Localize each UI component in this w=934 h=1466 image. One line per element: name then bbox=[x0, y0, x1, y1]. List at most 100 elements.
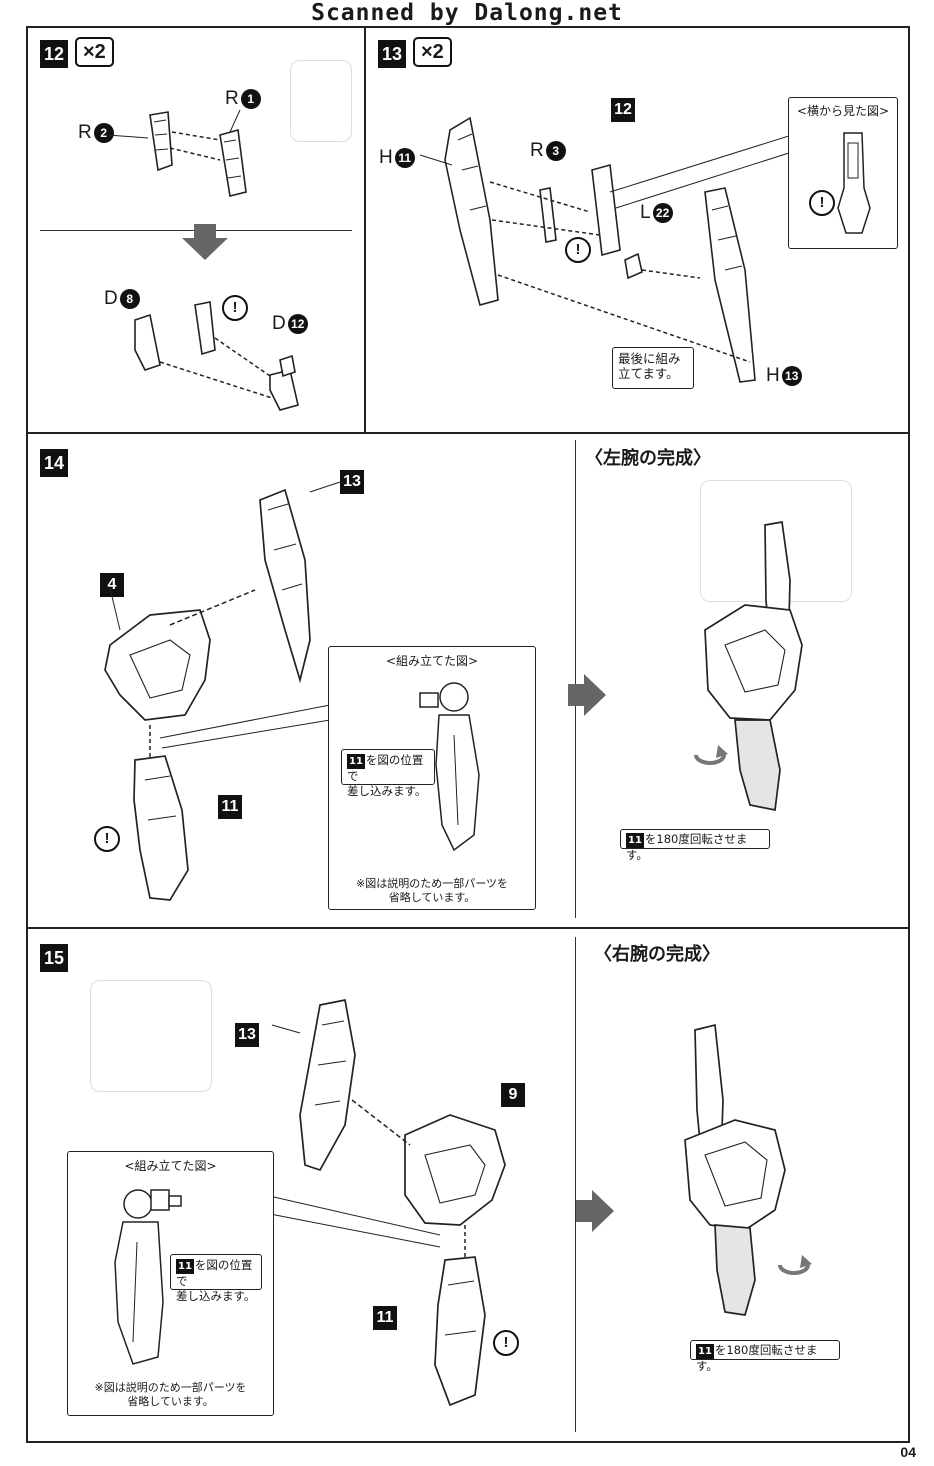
part-letter: L bbox=[640, 202, 651, 223]
left-arm-complete-title: 〈左腕の完成〉 bbox=[585, 448, 711, 469]
part-r1-label: R 1 bbox=[225, 88, 261, 110]
divider-row1 bbox=[26, 432, 910, 434]
subassembly-9-badge: 9 bbox=[501, 1083, 525, 1107]
side-view-drawing bbox=[837, 132, 871, 234]
inset-caption: ※図は説明のため一部パーツを 省略しています。 bbox=[329, 877, 535, 905]
warning-icon: ! bbox=[493, 1330, 519, 1356]
part-number: 1 bbox=[240, 89, 261, 109]
divider-result-15 bbox=[575, 937, 576, 1432]
inset-title: <組み立てた図> bbox=[124, 1159, 217, 1173]
ghost-print bbox=[290, 60, 352, 142]
note-line: 立てます。 bbox=[618, 366, 679, 381]
part-number: 3 bbox=[545, 141, 566, 161]
step-12-multiplier: ×2 bbox=[75, 37, 114, 67]
step-12-badge: 12 bbox=[40, 40, 68, 68]
ghost-print bbox=[90, 980, 212, 1092]
step-14-badge: 14 bbox=[40, 449, 68, 477]
note-part-badge: 11 bbox=[626, 833, 644, 848]
step-12-bottom-drawing bbox=[134, 301, 299, 411]
part-number: 11 bbox=[394, 148, 415, 168]
page-number: 04 bbox=[900, 1444, 916, 1460]
subassembly-13-badge: 13 bbox=[235, 1023, 259, 1047]
note-text: を180度回転させます。 bbox=[696, 1343, 818, 1373]
subassembly-11-badge: 11 bbox=[218, 795, 242, 819]
part-number: 2 bbox=[93, 123, 114, 143]
part-letter: R bbox=[530, 140, 544, 161]
divider-row2 bbox=[26, 927, 910, 929]
caption-line: ※図は説明のため一部パーツを bbox=[94, 1381, 247, 1394]
subassembly-11-badge: 11 bbox=[373, 1306, 397, 1330]
note-line-2: 差し込みます。 bbox=[347, 784, 427, 798]
step-13-badge: 13 bbox=[378, 40, 406, 68]
part-letter: R bbox=[225, 88, 239, 109]
assemble-last-note: 最後に組み 立てます。 bbox=[612, 347, 694, 389]
scan-credit-header: Scanned by Dalong.net bbox=[0, 0, 934, 28]
warning-icon: ! bbox=[94, 826, 120, 852]
part-letter: D bbox=[104, 288, 118, 309]
part-h11-label: H 11 bbox=[379, 147, 415, 169]
part-letter: H bbox=[766, 365, 780, 386]
part-letter: D bbox=[272, 313, 286, 334]
subassembly-12-badge: 12 bbox=[611, 98, 635, 122]
note-text: を180度回転させます。 bbox=[626, 832, 748, 862]
manual-page-frame bbox=[26, 26, 910, 1443]
step-13-multiplier: ×2 bbox=[413, 37, 452, 67]
step-15-badge: 15 bbox=[40, 944, 68, 972]
part-d12-label: D 12 bbox=[272, 313, 308, 335]
part-number: 13 bbox=[781, 366, 802, 386]
caption-line: ※図は説明のため一部パーツを bbox=[356, 877, 508, 890]
step-15-drawing bbox=[264, 998, 506, 1407]
part-r2-label: R 2 bbox=[78, 122, 114, 144]
inset-14-drawing bbox=[419, 682, 480, 852]
part-letter: R bbox=[78, 122, 92, 143]
part-number: 22 bbox=[652, 203, 673, 223]
warning-icon: ! bbox=[565, 237, 591, 263]
note-part-badge: 11 bbox=[347, 754, 365, 769]
part-letter: H bbox=[379, 147, 393, 168]
right-arm-complete-title: 〈右腕の完成〉 bbox=[594, 944, 720, 965]
right-arrow-icon bbox=[576, 1190, 614, 1232]
inset-title: <組み立てた図> bbox=[385, 654, 479, 668]
warning-icon: ! bbox=[222, 295, 248, 321]
scan-credit: Scanned by Dalong.net bbox=[307, 0, 627, 28]
note-part-badge: 11 bbox=[176, 1259, 194, 1274]
part-d8-label: D 8 bbox=[104, 288, 140, 310]
left-arm-complete-drawing bbox=[704, 521, 803, 812]
rotate-arrow-icon bbox=[778, 1255, 812, 1275]
divider-result-14 bbox=[575, 440, 576, 918]
side-view-inset: <横から見た図> ! bbox=[788, 97, 898, 249]
note-line: 最後に組み bbox=[618, 351, 681, 366]
caption-line: 省略しています。 bbox=[388, 891, 476, 904]
step-13-drawing bbox=[419, 116, 793, 383]
caption-line: 省略しています。 bbox=[127, 1395, 214, 1408]
inset-15-drawing bbox=[114, 1189, 182, 1365]
note-text: を図の位置で bbox=[347, 753, 424, 783]
part-r3-label: R 3 bbox=[530, 140, 566, 162]
down-arrow-icon bbox=[182, 224, 228, 260]
rotate-arrow-icon bbox=[694, 745, 728, 765]
right-arm-complete-drawing bbox=[684, 1023, 786, 1316]
step-14-drawing bbox=[104, 481, 341, 901]
step-12-top-drawing bbox=[107, 109, 247, 197]
divider-col-top bbox=[364, 26, 366, 432]
part-l22-label: L 22 bbox=[640, 202, 673, 224]
part-number: 12 bbox=[287, 314, 308, 334]
note-part-badge: 11 bbox=[696, 1344, 714, 1359]
subassembly-4-badge: 4 bbox=[100, 573, 124, 597]
subassembly-13-badge: 13 bbox=[340, 470, 364, 494]
part-number: 8 bbox=[119, 289, 140, 309]
side-view-title: <横から見た図> bbox=[796, 104, 890, 118]
inset-caption: ※図は説明のため一部パーツを 省略しています。 bbox=[68, 1381, 273, 1409]
part-h13-label: H 13 bbox=[766, 365, 802, 387]
warning-icon: ! bbox=[809, 190, 835, 216]
note-line-2: 差し込みます。 bbox=[176, 1289, 256, 1303]
right-arrow-icon bbox=[568, 674, 606, 716]
